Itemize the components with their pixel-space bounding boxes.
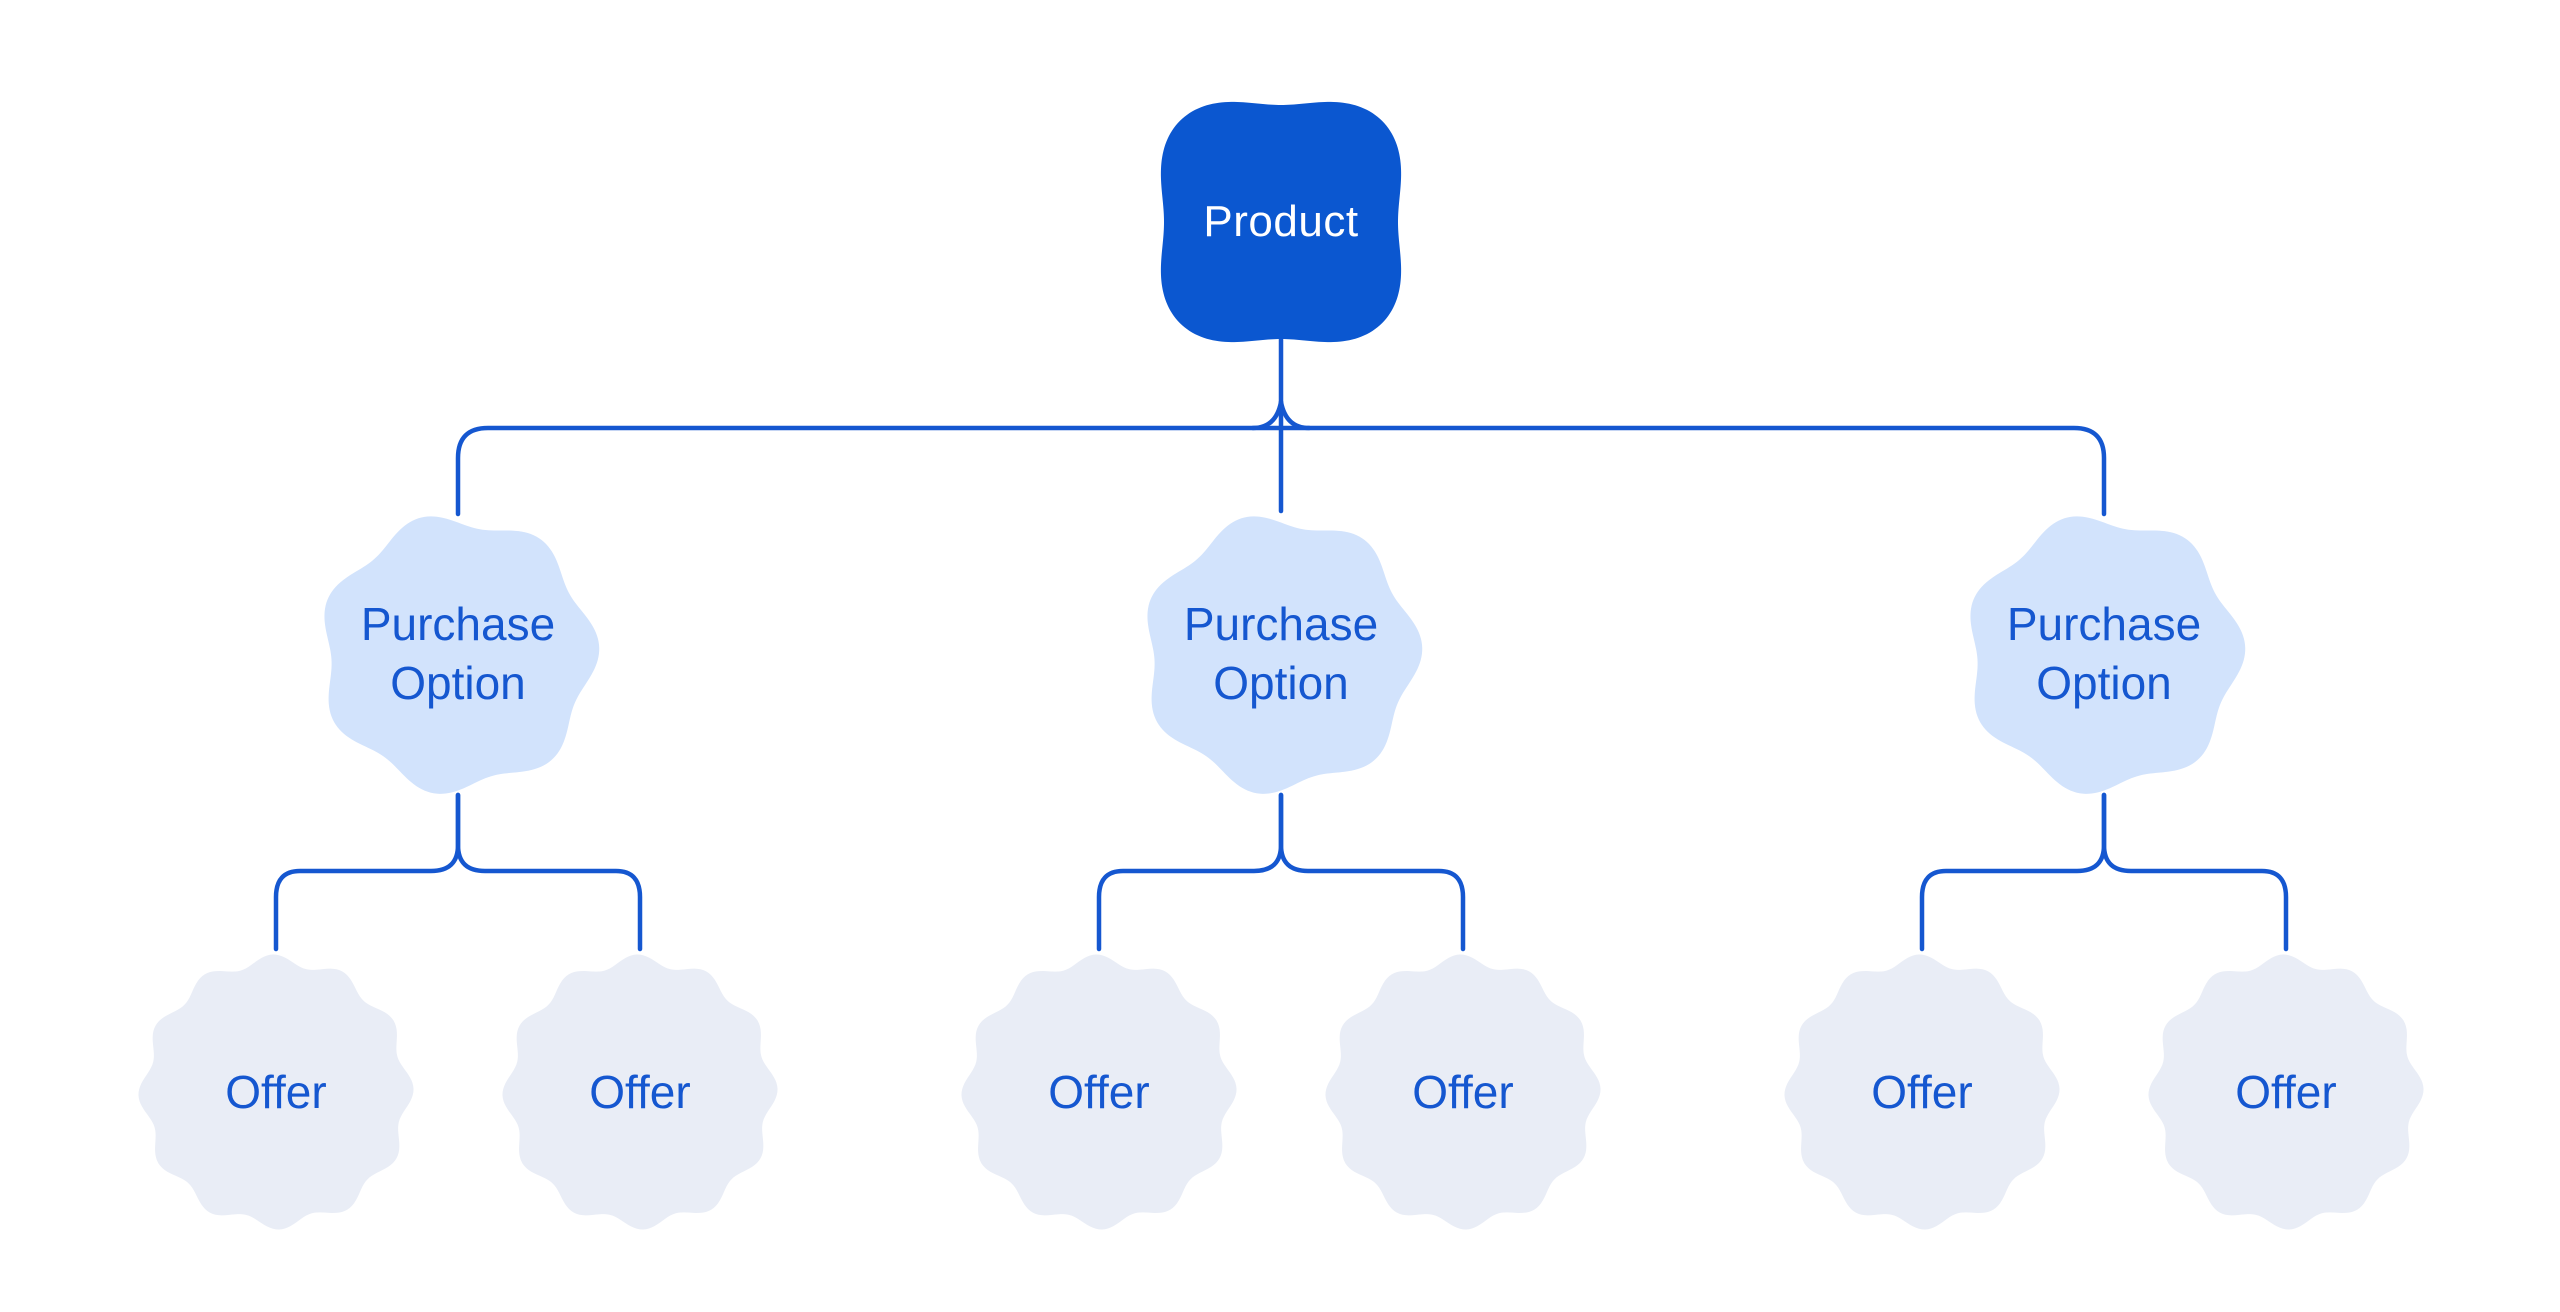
connector-root-rail bbox=[455, 425, 2107, 517]
node-offer-4: Offer bbox=[1313, 942, 1613, 1242]
connector-root-fillet-right bbox=[1278, 399, 1312, 431]
node-offer-5: Offer bbox=[1772, 942, 2072, 1242]
offer-blob-shape bbox=[138, 954, 414, 1230]
node-offer-3: Offer bbox=[949, 942, 1249, 1242]
purchase-option-blob-path bbox=[324, 516, 600, 794]
connector-branch3-left bbox=[1919, 792, 2107, 952]
connector-branch2-left bbox=[1096, 792, 1284, 952]
offer-blob-path bbox=[1784, 954, 2060, 1230]
node-purchase-option-2: Purchase Option bbox=[1131, 504, 1431, 804]
node-purchase-option-3: Purchase Option bbox=[1954, 504, 2254, 804]
purchase-option-blob-path bbox=[1147, 516, 1423, 794]
offer-blob-shape bbox=[1325, 954, 1601, 1230]
node-offer-2: Offer bbox=[490, 942, 790, 1242]
node-offer-1-label: Offer bbox=[225, 1066, 327, 1118]
connector-root-fillet-left bbox=[1250, 399, 1284, 431]
purchase-option-blob-shape bbox=[1147, 516, 1423, 794]
node-offer-6-label: Offer bbox=[2235, 1066, 2337, 1118]
node-purchase-option-2-label: Purchase Option bbox=[1183, 598, 1379, 709]
node-product: Product bbox=[1131, 72, 1431, 372]
product-blob-path bbox=[1160, 101, 1402, 343]
offer-blob-shape bbox=[2148, 954, 2424, 1230]
offer-blob-shape bbox=[502, 954, 778, 1230]
offer-blob-path bbox=[1325, 954, 1601, 1230]
offer-blob-path bbox=[961, 954, 1237, 1230]
offer-blob-shape bbox=[961, 954, 1237, 1230]
purchase-option-blob-shape bbox=[1970, 516, 2246, 794]
product-blob-shape bbox=[1160, 101, 1402, 343]
purchase-option-blob-shape bbox=[324, 516, 600, 794]
connector-branch1-right bbox=[455, 792, 643, 952]
node-offer-1: Offer bbox=[126, 942, 426, 1242]
connector-branch3-right bbox=[2101, 792, 2289, 952]
node-offer-3-label: Offer bbox=[1048, 1066, 1150, 1118]
node-offer-4-label: Offer bbox=[1412, 1066, 1514, 1118]
node-purchase-option-1: Purchase Option bbox=[308, 504, 608, 804]
node-offer-6: Offer bbox=[2136, 942, 2436, 1242]
offer-blob-path bbox=[2148, 954, 2424, 1230]
node-offer-5-label: Offer bbox=[1871, 1066, 1973, 1118]
node-purchase-option-1-label: Purchase Option bbox=[360, 598, 556, 709]
offer-blob-shape bbox=[1784, 954, 2060, 1230]
offer-blob-path bbox=[502, 954, 778, 1230]
node-product-label: Product bbox=[1203, 197, 1359, 246]
connector-branch1-left bbox=[273, 792, 461, 952]
purchase-option-blob-path bbox=[1970, 516, 2246, 794]
connector-branch2-right bbox=[1278, 792, 1466, 952]
node-purchase-option-3-label: Purchase Option bbox=[2006, 598, 2202, 709]
offer-blob-path bbox=[138, 954, 414, 1230]
node-offer-2-label: Offer bbox=[589, 1066, 691, 1118]
